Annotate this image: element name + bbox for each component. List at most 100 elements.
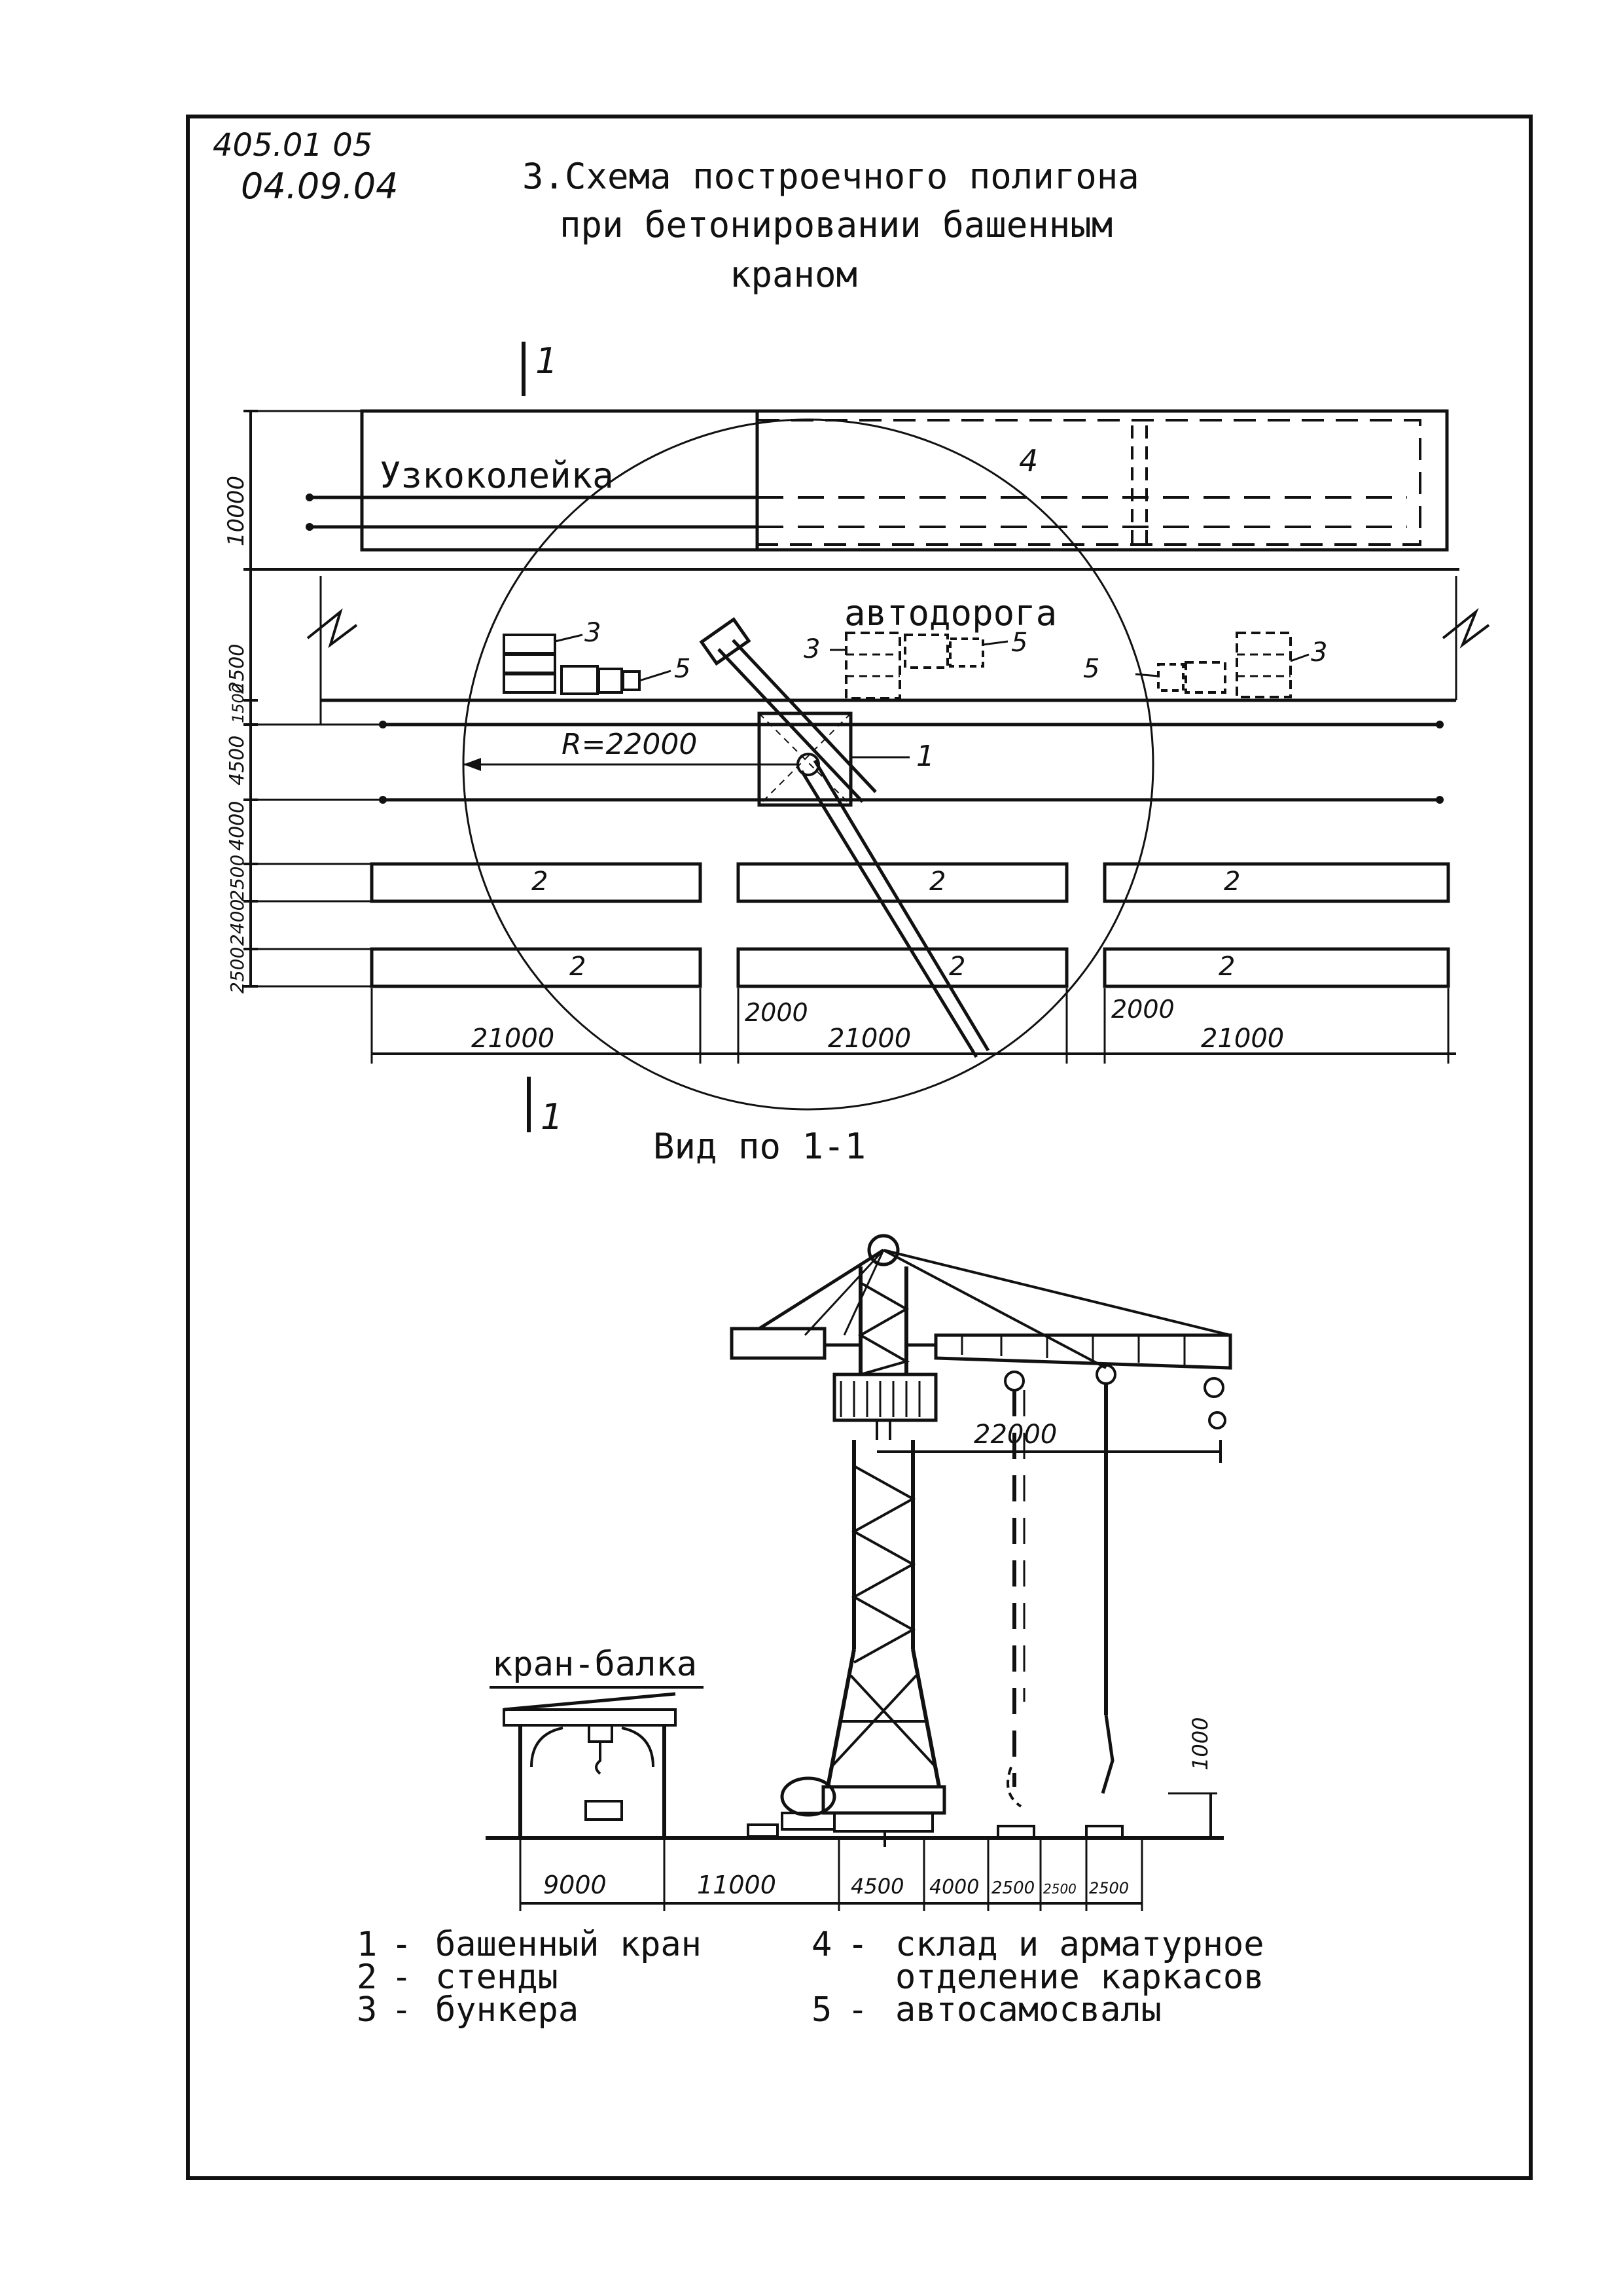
stands-row-1: 2 2 2 (370, 862, 1450, 903)
elev-dim-2500-c: 2500 (1089, 1879, 1129, 1897)
hoppers-middle: 3 (804, 632, 901, 700)
doc-code-2: 04.09.04 (241, 166, 398, 207)
road-strip: автодорога (306, 576, 1490, 725)
legend-text-5: автосамосвалы (895, 1990, 1162, 2030)
dim-1500: 1500 (229, 683, 247, 723)
hoppers-middle-label: 3 (804, 634, 820, 664)
hoppers-left-label: 3 (584, 618, 601, 648)
legend-dash-5: - (847, 1990, 868, 2030)
plan-view: 1 1 Узкоколейка 4 (223, 340, 1490, 1138)
section-mark-top-label: 1 (535, 340, 558, 382)
narrow-gauge-label: Узкоколейка (380, 455, 614, 496)
elev-dim-2500-b: 2500 (1043, 1881, 1077, 1897)
truck-right-label: 5 (1083, 654, 1099, 684)
stand-label: 2 (531, 867, 548, 897)
elev-dim-2500-a: 2500 (991, 1878, 1035, 1898)
truck-middle: 5 (904, 628, 1027, 669)
view-label: Вид по 1-1 (653, 1126, 866, 1167)
stand (370, 862, 702, 903)
legend-num-1: 1 (357, 1925, 377, 1964)
hoppers-left: 3 (503, 618, 601, 694)
section-mark-bottom-label: 1 (541, 1096, 563, 1138)
stand-label: 2 (929, 867, 946, 897)
reach-label: 22000 (974, 1420, 1057, 1450)
legend-num-3: 3 (357, 1990, 377, 2030)
title-line-3: краном (730, 254, 857, 295)
concrete-bucket (747, 1776, 836, 1838)
truck-left-label: 5 (674, 654, 690, 684)
crane-plan-label: 1 (916, 740, 935, 773)
legend-text-4b: отделение каркасов (895, 1958, 1264, 1997)
dim-10000: 10000 (223, 476, 249, 547)
legend-num-4: 4 (812, 1925, 832, 1964)
dim-2500-stand: 2500 (226, 855, 248, 901)
hoppers-right-label: 3 (1311, 637, 1327, 668)
crane-jib (730, 1248, 1232, 1429)
stand-label: 2 (949, 952, 965, 982)
stand-label: 2 (1224, 867, 1240, 897)
dim-21000-3: 21000 (1201, 1024, 1284, 1054)
bottom-dimension-chain: 21000 21000 21000 2000 2000 (370, 988, 1456, 1064)
stands-row-2: 2 2 2 (370, 947, 1450, 988)
height-dimension: 1000 (1168, 1717, 1217, 1838)
overhead-crane: кран-балка (490, 1645, 704, 1838)
dim-4000: 4000 (226, 801, 249, 851)
tower-crane-plan: 1 (699, 617, 990, 1058)
dim-2000-1: 2000 (745, 998, 808, 1027)
truck-right: 5 (1083, 654, 1226, 694)
legend-text-4: склад и арматурное (895, 1925, 1264, 1964)
elevation-view: кран-балка (486, 1234, 1232, 1911)
title-line-1: 3.Схема построечного полигона (522, 156, 1139, 197)
legend-text-1: башенный кран (435, 1925, 702, 1964)
stand-extension-lines (251, 863, 372, 988)
warehouse-item-4: 4 (1019, 443, 1038, 478)
truck-middle-label: 5 (1011, 628, 1027, 658)
stand (736, 862, 1069, 903)
dim-2500-bottom: 2500 (226, 947, 248, 994)
stand (736, 947, 1069, 988)
height-label: 1000 (1188, 1717, 1213, 1770)
dim-21000-2: 21000 (828, 1024, 911, 1054)
sheet-frame (186, 115, 1533, 2180)
legend-dash-3: - (391, 1990, 412, 2030)
warehouse-strip: Узкоколейка 4 (251, 409, 1459, 571)
reach-dimension: 22000 (877, 1420, 1222, 1463)
stand (370, 947, 702, 988)
legend-text-3: бункера (435, 1990, 579, 2030)
dim-2500-road: 2500 (226, 644, 249, 694)
radius-label: R=22000 (562, 728, 697, 761)
truck-left: 5 (560, 654, 690, 695)
doc-code-1: 405.01 05 (213, 127, 372, 164)
dim-2400: 2400 (226, 899, 248, 946)
hoppers-right: 3 (1236, 632, 1327, 698)
crane-rails (251, 721, 1444, 804)
legend: 1 - башенный кран 2 - стенды 3 - бункера… (357, 1925, 1264, 2030)
left-dimension-chain: 10000 2500 1500 4500 4000 2500 2400 2500 (223, 410, 258, 994)
stand-label: 2 (1219, 952, 1235, 982)
section-mark-top: 1 (522, 340, 558, 396)
legend-dash-1: - (391, 1925, 412, 1964)
legend-num-2: 2 (357, 1958, 377, 1997)
dim-21000-1: 21000 (471, 1024, 554, 1054)
elev-dim-4500: 4500 (851, 1874, 904, 1899)
legend-dash-4: - (847, 1925, 868, 1964)
crane-tower (821, 1234, 946, 1847)
elevation-dimension-chain: 9000 11000 4500 4000 2500 2500 2500 (519, 1838, 1143, 1911)
dim-2000-2: 2000 (1111, 995, 1175, 1024)
legend-text-2: стенды (435, 1958, 558, 1997)
stand (1103, 947, 1450, 988)
road-label: автодорога (844, 592, 1057, 634)
elev-dim-11000: 11000 (697, 1871, 776, 1899)
section-mark-bottom: 1 (527, 1077, 563, 1138)
stand-label: 2 (569, 952, 586, 982)
warehouse-area (756, 419, 1421, 546)
crane-radius: R=22000 (462, 418, 1154, 1111)
elev-dim-9000: 9000 (543, 1871, 607, 1899)
legend-dash-2: - (391, 1958, 412, 1997)
legend-num-5: 5 (812, 1990, 832, 2030)
elev-dim-4000: 4000 (929, 1876, 979, 1899)
crane-hooks (997, 1384, 1124, 1839)
dim-4500: 4500 (226, 736, 249, 785)
crane-beam-label: кран-балка (492, 1645, 697, 1684)
